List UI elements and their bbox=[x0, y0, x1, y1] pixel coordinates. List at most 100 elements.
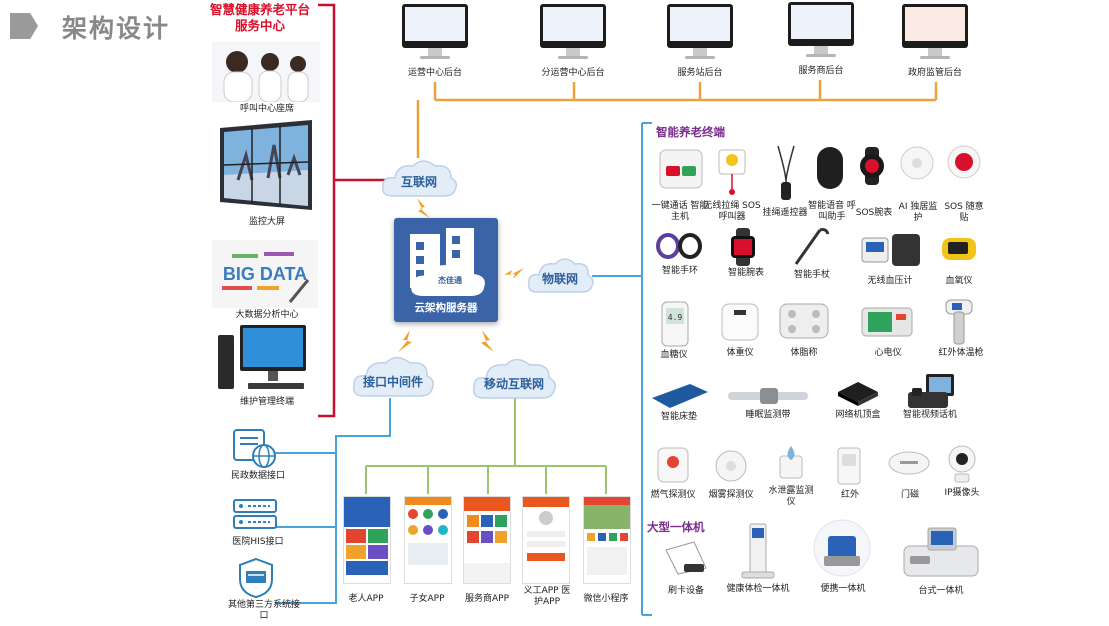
smart-mattress-icon bbox=[650, 380, 710, 410]
app-screen bbox=[522, 496, 570, 584]
body-fat-scale-icon bbox=[778, 302, 830, 340]
backend-monitor bbox=[665, 4, 735, 64]
page-title: 架构设计 bbox=[62, 14, 171, 43]
terminal-label: 无线拉绳 SOS呼叫器 bbox=[703, 201, 761, 222]
app-screen bbox=[463, 496, 511, 584]
call-center-photo bbox=[212, 42, 320, 103]
terminal-label: 智能手杖 bbox=[793, 270, 830, 280]
terminal-label: 血糖仪 bbox=[660, 350, 688, 360]
app-screen bbox=[343, 496, 391, 584]
service-center-label: 呼叫中心座席 bbox=[239, 104, 294, 114]
service-center-label: 大数据分析中心 bbox=[235, 310, 299, 320]
iot-cloud-label: 物联网 bbox=[541, 272, 578, 286]
lightning-bolt-icon bbox=[481, 330, 494, 352]
interface-label: 其他第三方系统接口 bbox=[227, 600, 300, 621]
mobile-cloud: 移动互联网 bbox=[470, 354, 558, 402]
lanyard-remote-icon bbox=[772, 144, 800, 202]
backend-label: 运营中心后台 bbox=[407, 68, 462, 78]
backend-monitor bbox=[786, 2, 856, 62]
big-data-image: BIG DATA bbox=[212, 240, 318, 308]
terminal-label: 水泄露监测仪 bbox=[768, 486, 814, 507]
sos-sticker-icon bbox=[945, 144, 983, 180]
large-device-label: 便携一体机 bbox=[820, 584, 866, 594]
portable-unit-icon bbox=[812, 518, 872, 578]
terminal-label: 无线血压计 bbox=[867, 276, 913, 286]
middleware-link bbox=[275, 398, 391, 604]
middleware-cloud: 接口中间件 bbox=[350, 352, 436, 400]
hospital-his-icon bbox=[232, 496, 278, 534]
backend-monitor bbox=[900, 4, 970, 64]
terminal-label: 智能床垫 bbox=[660, 412, 697, 422]
platform-title-line1: 智慧健康养老平台 bbox=[209, 2, 310, 17]
terminal-label: SOS 随意贴 bbox=[944, 202, 984, 223]
interface-label: 民政数据接口 bbox=[230, 471, 285, 481]
civil-data-icon bbox=[232, 428, 278, 470]
blood-pressure-icon bbox=[860, 232, 922, 268]
terminal-label: 烟雾探测仪 bbox=[708, 490, 754, 500]
internet-cloud-label: 互联网 bbox=[400, 175, 437, 189]
smart-watch-icon bbox=[728, 228, 758, 266]
voice-assistant-icon bbox=[815, 145, 845, 191]
oximeter-icon bbox=[940, 230, 978, 266]
backend-label: 服务站后台 bbox=[677, 68, 723, 78]
terminal-label: 一键通话 智能主机 bbox=[651, 201, 709, 222]
app-screen bbox=[404, 496, 452, 584]
cloud-server: 杰佳通 云架构服务器 bbox=[394, 218, 498, 322]
infrared-sensor-icon bbox=[836, 446, 862, 486]
backend-label: 分运营中心后台 bbox=[541, 68, 605, 78]
app-screen bbox=[583, 496, 631, 584]
terminal-label: AI 独居监护 bbox=[898, 202, 938, 223]
platform-title: 智慧健康养老平台 服务中心 bbox=[201, 2, 319, 34]
terminal-label: 体脂称 bbox=[790, 348, 818, 358]
video-phone-icon bbox=[906, 374, 956, 410]
backend-monitor bbox=[400, 4, 470, 64]
terminal-label: 血氧仪 bbox=[945, 276, 973, 286]
terminal-label: 门磁 bbox=[900, 490, 919, 500]
ip-camera-icon bbox=[946, 444, 978, 484]
platform-title-line2: 服务中心 bbox=[234, 18, 285, 33]
glucose-meter-icon: 4.9 bbox=[660, 300, 690, 348]
app-label: 微信小程序 bbox=[583, 594, 629, 604]
internet-cloud: 互联网 bbox=[379, 156, 459, 200]
health-kiosk-icon bbox=[738, 522, 778, 580]
terminal-label: IP摄像头 bbox=[944, 488, 980, 498]
glucose-reading: 4.9 bbox=[668, 313, 683, 322]
app-label: 义工APP 医护APP bbox=[523, 586, 571, 607]
large-device-label: 刷卡设备 bbox=[667, 586, 704, 596]
water-leak-icon bbox=[776, 446, 806, 480]
thermometer-gun-icon bbox=[944, 298, 974, 346]
large-section-title: 大型一体机 bbox=[647, 520, 705, 534]
big-data-art: BIG DATA bbox=[223, 264, 307, 284]
pull-cord-sos-icon bbox=[715, 148, 749, 198]
sleep-belt-icon bbox=[726, 386, 810, 406]
terminal-label: 燃气探测仪 bbox=[650, 490, 696, 500]
terminal-label: 网络机顶盒 bbox=[835, 410, 881, 420]
smoke-detector-icon bbox=[714, 448, 748, 484]
weight-scale-icon bbox=[720, 302, 760, 342]
sos-watch-icon bbox=[856, 147, 888, 185]
terminal-label: 智能手环 bbox=[661, 266, 698, 276]
terminal-label: SOS腕表 bbox=[855, 208, 893, 218]
terminal-label: 智能腕表 bbox=[727, 268, 764, 278]
computer-terminal-image bbox=[218, 325, 308, 391]
app-label: 服务商APP bbox=[464, 594, 509, 604]
smart-band-icon bbox=[656, 232, 702, 260]
app-label: 老人APP bbox=[348, 594, 384, 604]
backend-monitor bbox=[538, 4, 608, 64]
desktop-unit-icon bbox=[902, 526, 980, 580]
door-sensor-icon bbox=[888, 450, 930, 476]
backend-label: 服务商后台 bbox=[798, 66, 844, 76]
card-reader-icon bbox=[664, 540, 708, 576]
large-device-label: 健康体检一体机 bbox=[726, 584, 790, 594]
terminal-label: 红外体温枪 bbox=[938, 348, 984, 358]
ai-monitor-icon bbox=[898, 145, 936, 181]
app-label: 子女APP bbox=[409, 594, 445, 604]
set-top-box-icon bbox=[836, 378, 880, 408]
middleware-cloud-label: 接口中间件 bbox=[362, 375, 423, 389]
smart-cane-icon bbox=[790, 226, 830, 266]
iot-cloud: 物联网 bbox=[525, 254, 595, 296]
gas-detector-icon bbox=[656, 446, 690, 484]
backend-label: 政府监管后台 bbox=[907, 68, 962, 78]
terminal-label: 心电仪 bbox=[874, 348, 902, 358]
server-label: 云架构服务器 bbox=[414, 302, 478, 314]
